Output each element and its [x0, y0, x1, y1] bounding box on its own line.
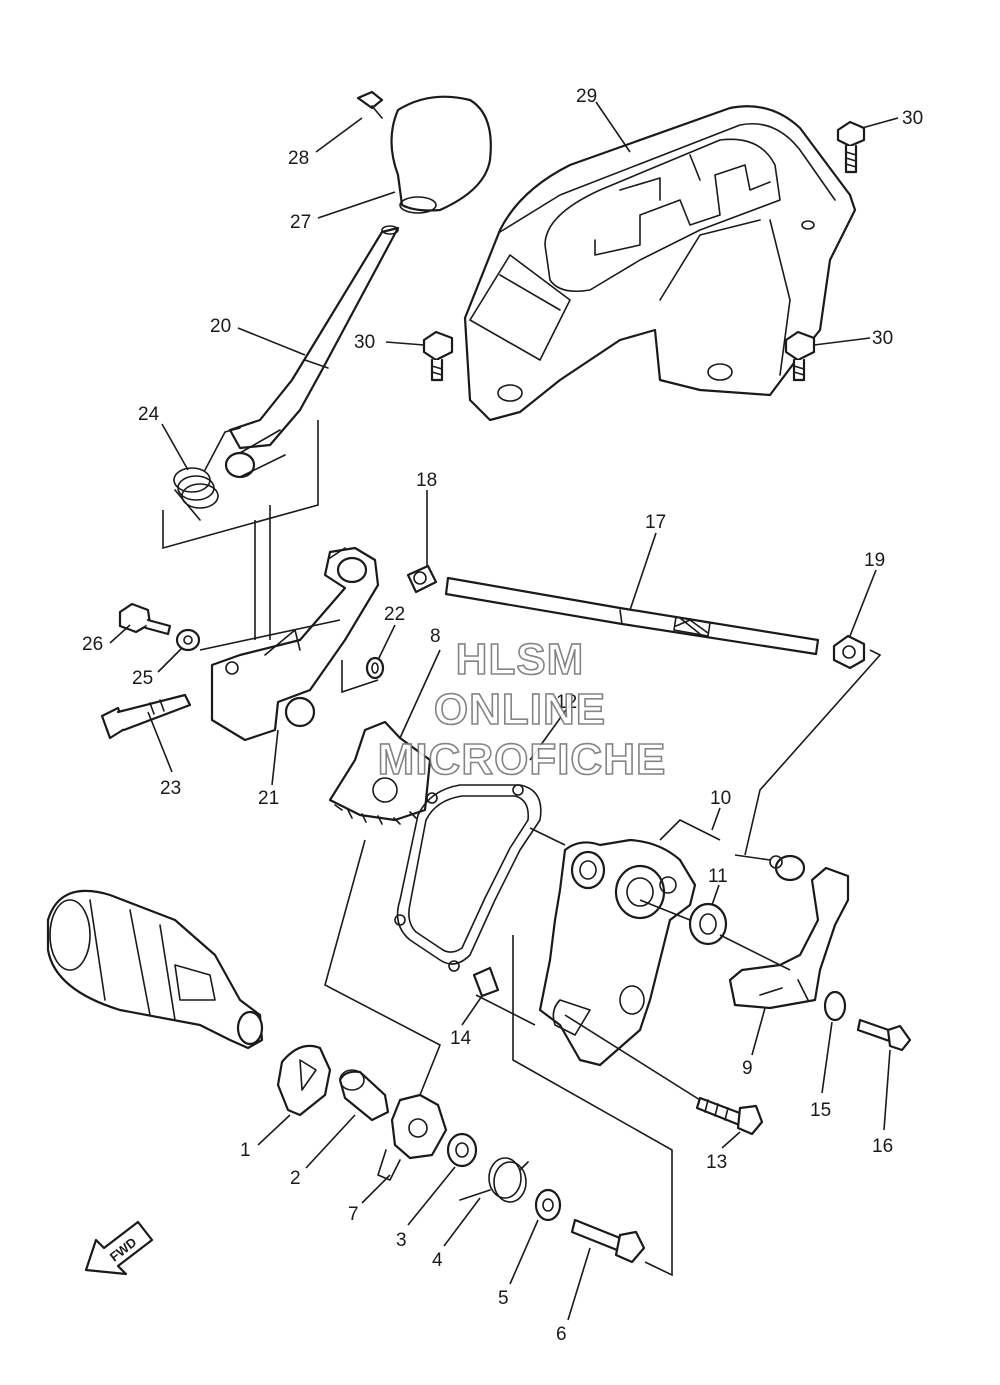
callout-28: 28 — [288, 148, 309, 169]
callout-18: 18 — [416, 470, 437, 491]
washer-5 — [534, 1188, 562, 1222]
callout-11: 11 — [708, 866, 728, 887]
callout-7: 7 — [348, 1204, 359, 1225]
bolt-6 — [570, 1218, 646, 1264]
shift-shaft — [444, 576, 820, 656]
collar-18 — [406, 564, 438, 594]
callout-17: 17 — [645, 512, 666, 533]
bolt-23 — [100, 693, 192, 740]
callout-4: 4 — [432, 1250, 443, 1271]
shift-segment-8 — [328, 720, 432, 825]
callout-24: 24 — [138, 404, 160, 425]
callout-30-right: 30 — [872, 328, 893, 349]
watermark-line-2: ONLINE — [434, 685, 606, 734]
callout-13: 13 — [706, 1152, 727, 1173]
clip-22 — [365, 656, 385, 680]
spring-4 — [459, 1157, 529, 1203]
dowel-pin-14 — [472, 966, 500, 998]
callout-21: 21 — [258, 788, 279, 809]
washer-15 — [823, 990, 847, 1022]
callout-30-top: 30 — [902, 108, 923, 129]
callout-2: 2 — [290, 1168, 301, 1189]
shift-gear-7 — [377, 1093, 448, 1181]
oil-seal-11 — [688, 902, 728, 946]
callout-25: 25 — [132, 668, 153, 689]
bolt-26 — [118, 602, 172, 636]
callout-10: 10 — [710, 788, 731, 809]
bushing-2 — [338, 1069, 390, 1122]
bracket-lines-arm — [199, 619, 379, 694]
bolt-30-left — [422, 330, 454, 382]
callout-27: 27 — [290, 212, 311, 233]
callout-26: 26 — [82, 634, 103, 655]
shift-drum — [46, 889, 264, 1050]
knob-screw — [356, 90, 384, 119]
callout-30-left: 30 — [354, 332, 375, 353]
callout-22: 22 — [384, 604, 405, 625]
fwd-arrow-icon: FWD — [84, 1220, 154, 1276]
bolt-30-right — [784, 330, 816, 382]
callout-9: 9 — [742, 1058, 753, 1079]
callout-20: 20 — [210, 316, 231, 337]
callout-15: 15 — [810, 1100, 831, 1121]
shift-gate-cover — [463, 105, 857, 422]
shift-knob — [390, 95, 492, 214]
bolt-16 — [856, 1018, 912, 1052]
bolt-30-top — [836, 120, 866, 174]
shift-cover-10 — [538, 838, 697, 1067]
watermark: HLSM ONLINE MICROFICHE — [377, 634, 667, 785]
washer-25 — [175, 628, 201, 652]
callout-23: 23 — [160, 778, 181, 799]
washer-3 — [446, 1132, 478, 1168]
callout-3: 3 — [396, 1230, 407, 1251]
watermark-line-1: HLSM — [456, 635, 585, 684]
callout-6: 6 — [556, 1324, 567, 1345]
leader-lines — [109, 101, 899, 1321]
lever-spring — [173, 427, 241, 521]
bolt-13 — [695, 1096, 764, 1136]
watermark-line-3: MICROFICHE — [378, 735, 667, 784]
nut-19 — [832, 634, 866, 670]
callout-labels: 29 30 30 30 28 27 20 24 18 17 19 22 8 26… — [82, 86, 923, 1345]
callout-5: 5 — [498, 1288, 509, 1309]
assembly-bracket-top — [162, 420, 319, 640]
stopper-lever-9 — [728, 854, 850, 1010]
callout-1: 1 — [240, 1140, 251, 1161]
callout-16: 16 — [872, 1136, 893, 1157]
shift-arm-assembly — [210, 546, 380, 742]
gasket-12 — [394, 784, 542, 972]
callout-12: 12 — [556, 692, 577, 713]
callout-14: 14 — [450, 1028, 472, 1049]
callout-19: 19 — [864, 550, 885, 571]
assembly-bracket-lower — [324, 649, 882, 1277]
callout-8: 8 — [430, 626, 441, 647]
callout-29: 29 — [576, 86, 597, 107]
shift-lever-rod — [224, 225, 400, 479]
shift-cam-1 — [276, 1044, 332, 1117]
